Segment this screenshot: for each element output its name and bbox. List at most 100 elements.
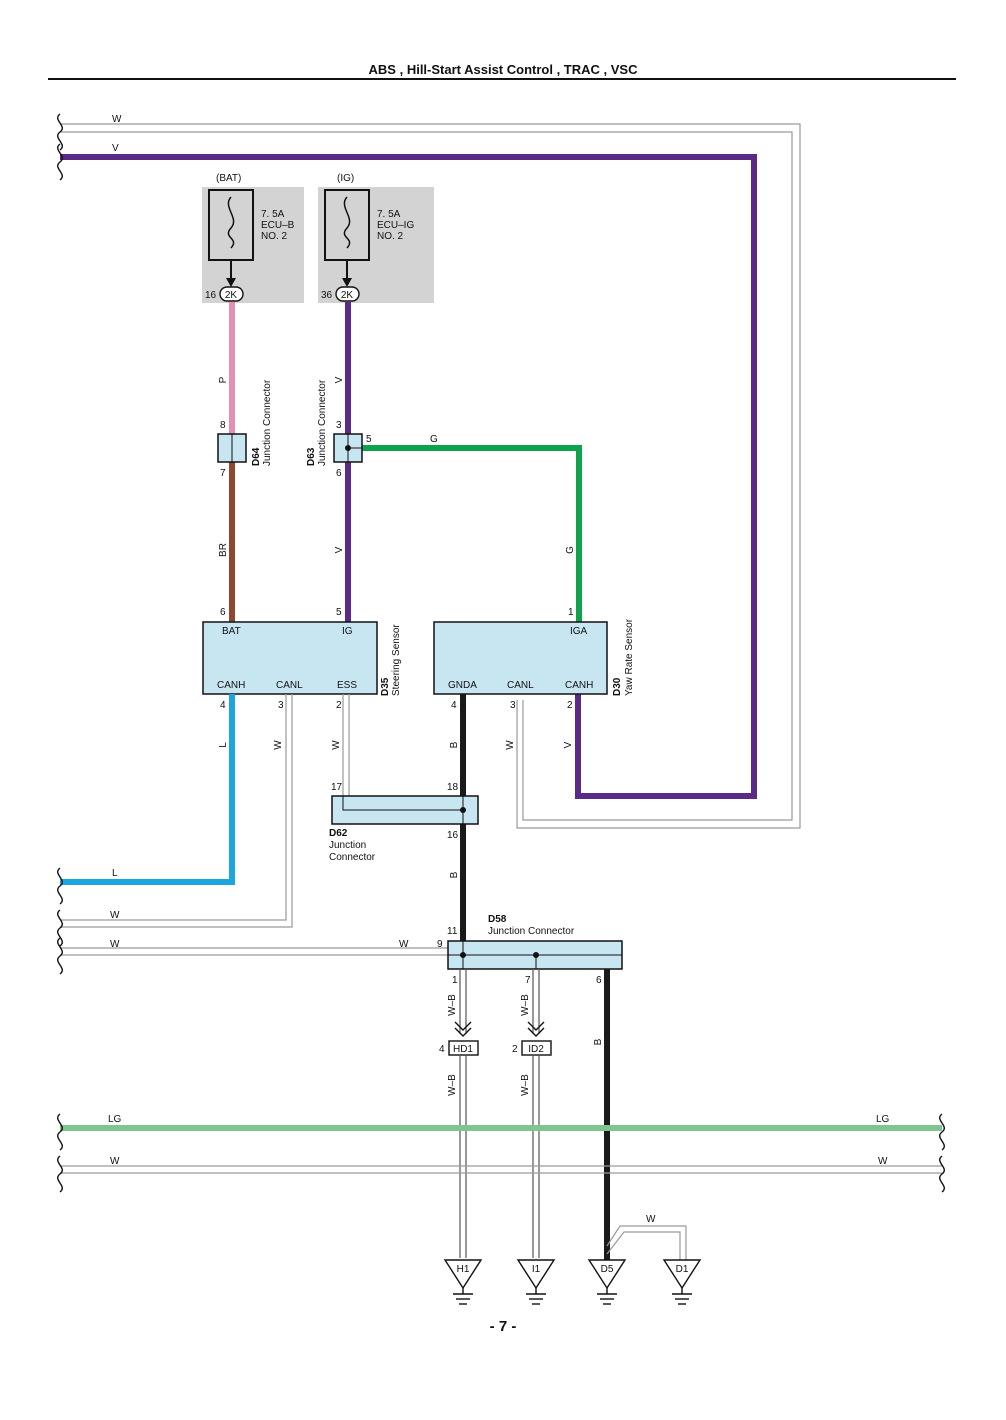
label-lg-right: LG [876,1114,890,1125]
page-title: ABS , Hill-Start Assist Control , TRAC ,… [368,62,638,77]
top-v-bus [60,154,757,799]
d35-steering-sensor [202,621,378,695]
ground-h1-label: H1 [457,1264,470,1275]
w-bottom-bus [60,1165,942,1174]
ground-h1-symbol [443,1259,483,1290]
d63-pin-in: 3 [336,420,342,431]
d58-pin-11: 11 [447,926,458,937]
fuse-rating-bat: 7. 5A [261,209,285,220]
fuse-name1-ig: ECU–IG [377,220,414,231]
d63-pin-g: 5 [366,434,372,445]
d30-gnda: GNDA [448,680,477,691]
label-top-w: W [112,114,122,125]
fuse-name1-bat: ECU–B [261,220,295,231]
label-left-w2: W [110,939,120,950]
d30-pin-canh: 2 [567,700,573,711]
fuse-name2-bat: NO. 2 [261,231,288,242]
wire-w-ground [606,1225,687,1260]
label-w-ground: W [646,1214,656,1225]
d30-yaw-rate-sensor [433,621,608,695]
d62-name-1: Junction [329,840,366,851]
d58-pin-1: 1 [452,975,458,986]
ground-d1-symbol [662,1259,702,1290]
d64-code: D64 [251,447,262,466]
d35-name: Steering Sensor [391,624,402,696]
top-w-bus [60,123,801,829]
d35-canh: CANH [217,680,245,691]
d35-pin-ess: 2 [336,700,342,711]
d35-canl: CANL [276,680,303,691]
ground-d5-symbol [587,1259,627,1290]
d35-pin-canl: 3 [278,700,284,711]
d63-code: D63 [306,447,317,466]
d35-ess: ESS [337,680,357,691]
header-rule [48,78,956,80]
label-g-vert: G [565,546,576,554]
label-top-v: V [112,143,119,154]
fuse-pin-bat: 16 [205,290,217,301]
wire-w-canl [60,694,287,921]
d30-name: Yaw Rate Sensor [624,618,635,696]
label-left-w1: W [110,910,120,921]
wire-g [348,445,582,622]
label-w-right: W [878,1156,888,1167]
id2-connector [521,1040,552,1056]
d35-ig: IG [342,626,353,637]
label-ess: W [331,740,342,750]
d35-pin-bat: 6 [220,607,226,618]
label-canh2: V [563,741,574,748]
label-lg-left: LG [108,1114,122,1125]
label-d63-g: G [430,434,438,445]
fuse-symbol-ig [343,196,351,249]
label-canl: W [273,740,284,750]
d58-pin-9: 9 [437,939,443,950]
fuse-source-ig: (IG) [337,173,354,184]
d64-pin-in: 8 [220,420,226,431]
fuse-arrow-bat [226,278,236,287]
label-w-left: W [110,1156,120,1167]
label-br: BR [218,543,229,557]
fuse-pin-ig: 36 [321,290,333,301]
d30-canl: CANL [507,680,534,691]
d35-pin-ig: 5 [336,607,342,618]
fuse-symbol-bat [227,196,235,249]
wire-w-ess [342,694,463,811]
fuse-arrow-ig [342,278,352,287]
ground-i1-label: I1 [532,1264,541,1275]
fuse-connector-ig: 2K [341,290,354,301]
fuse-panel-ig [318,187,434,303]
label-v-mid: V [334,546,345,553]
fuse-name2-ig: NO. 2 [377,231,404,242]
d30-pin-iga: 1 [568,607,574,618]
label-canh: L [218,742,229,748]
d35-code: D35 [380,677,391,696]
connector-2k-ig [335,286,360,302]
ground-d1-label: D1 [676,1264,689,1275]
label-left-l: L [112,868,118,879]
fuse-source-bat: (BAT) [216,173,241,184]
d58-pin-7: 7 [525,975,531,986]
id2-code: ID2 [528,1044,544,1055]
hd1-connector [448,1040,479,1056]
d30-canh: CANH [565,680,593,691]
label-d63-in: V [334,376,345,383]
d64-name: Junction Connector [262,379,273,466]
id2-pin: 2 [512,1044,518,1055]
hd1-pin: 4 [439,1044,445,1055]
fuse-rating-ig: 7. 5A [377,209,401,220]
d64-pin-out: 7 [220,468,226,479]
d63-pin-out: 6 [336,468,342,479]
label-wb2: W–B [520,994,531,1016]
label-w9: W [399,939,409,950]
wire-l-canh [60,694,235,885]
ground-d5-label: D5 [601,1264,614,1275]
d30-pin-canl: 3 [510,700,516,711]
d35-pin-canh: 4 [220,700,226,711]
d62-code: D62 [329,828,348,839]
d30-iga: IGA [570,626,588,637]
ground-i1-symbol [516,1259,556,1290]
d62-pin-17: 17 [331,782,343,793]
d62-pin-16: 16 [447,830,459,841]
d62-name-2: Connector [329,852,376,863]
